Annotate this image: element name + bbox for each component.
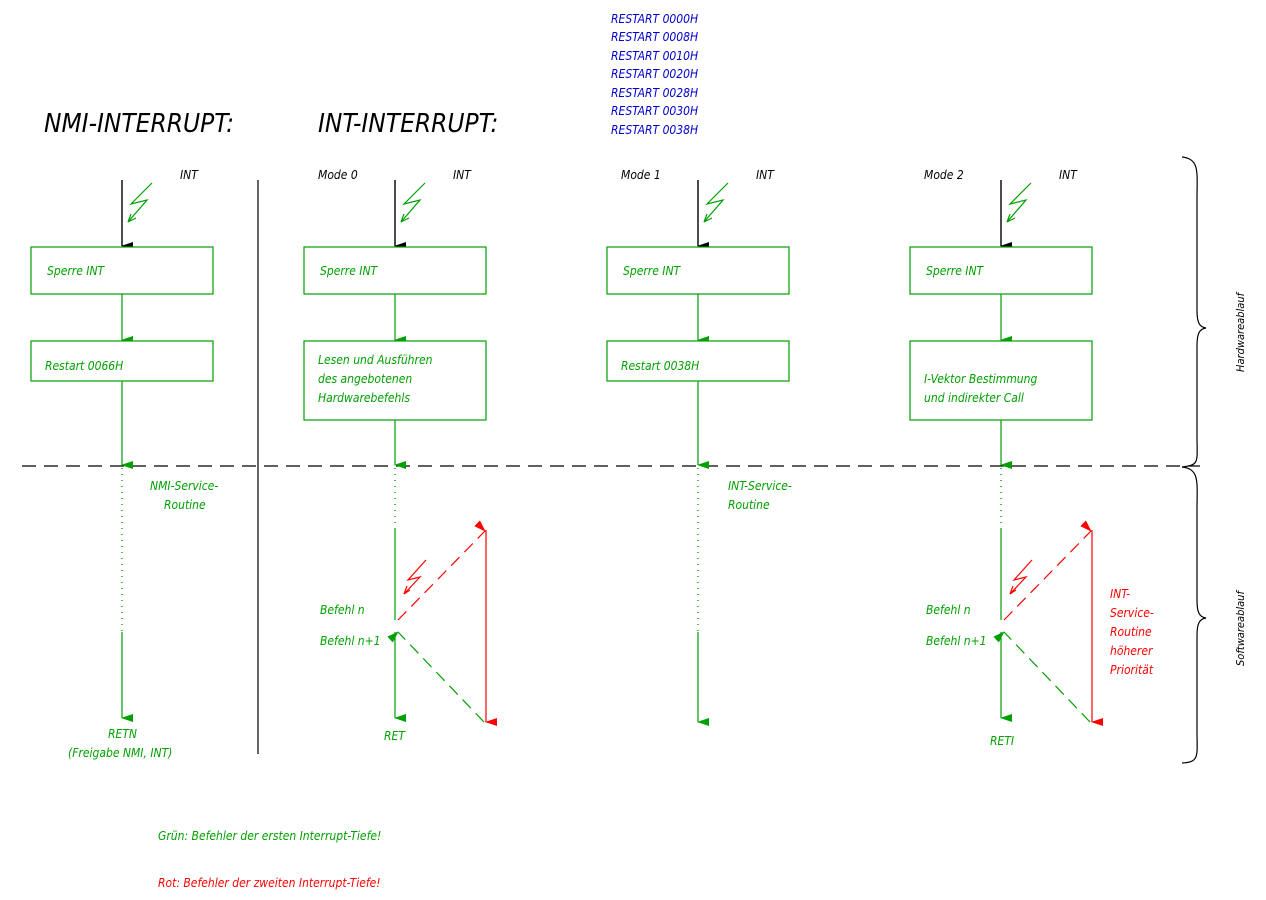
higher-priority-line1: INT- <box>1110 587 1130 601</box>
return-arrow <box>993 631 1091 723</box>
restart-item: RESTART 0030H <box>611 104 698 118</box>
lightning-icon <box>127 182 153 223</box>
nmi-service-line2: Routine <box>164 498 206 512</box>
reti-label: RETI <box>990 734 1014 748</box>
restart-item: RESTART 0008H <box>611 30 698 44</box>
mode2-vector-line1: I-Vektor Bestimmung <box>924 372 1037 386</box>
higher-priority-line4: höherer <box>1110 644 1153 658</box>
befehl-n: Befehl n <box>926 603 971 617</box>
nmi-sperre-text: Sperre INT <box>47 264 106 278</box>
mode1-int-label: INT <box>756 168 775 182</box>
mode2-label: Mode 2 <box>924 168 964 182</box>
retn-note: (Freigabe NMI, INT) <box>68 746 172 760</box>
mode2-vector-box <box>909 340 1093 421</box>
mode2-sperre-text: Sperre INT <box>926 264 985 278</box>
mode0-column: Sperre INT Lesen und Ausführen des angeb… <box>303 246 497 743</box>
lightning-icon <box>400 182 426 223</box>
nmi-int-label: INT <box>180 168 199 182</box>
befehl-n1: Befehl n+1 <box>320 634 381 648</box>
mode0-exec-box <box>303 340 487 421</box>
lightning-icon <box>403 559 427 595</box>
ret-label: RET <box>384 729 406 743</box>
nested-interrupt-arrow <box>397 520 486 621</box>
software-brace <box>1181 466 1207 764</box>
nmi-restart-text: Restart 0066H <box>45 359 123 373</box>
higher-priority-line2: Service- <box>1110 606 1154 620</box>
retn-label: RETN <box>108 727 137 741</box>
mode0-int-label: INT <box>453 168 472 182</box>
mode1-restart-text: Restart 0038H <box>621 359 699 373</box>
mode0-exec-line2: des angebotenen <box>318 372 412 386</box>
lightning-icon <box>703 182 729 223</box>
mode2-int-label: INT <box>1059 168 1078 182</box>
int-header: INT-INTERRUPT: <box>318 109 498 139</box>
return-arrow <box>387 631 485 723</box>
befehl-n1: Befehl n+1 <box>926 634 987 648</box>
higher-priority-line3: Routine <box>1110 625 1152 639</box>
restart-item: RESTART 0000H <box>611 12 698 26</box>
hardware-side-label: Hardwareablauf <box>1234 291 1247 372</box>
mode0-exec-line3: Hardwarebefehls <box>318 391 410 405</box>
lightning-icon <box>1006 182 1032 223</box>
nmi-sperre-box <box>30 246 214 295</box>
mode0-sperre-box <box>303 246 487 295</box>
mode0-sperre-text: Sperre INT <box>320 264 379 278</box>
software-side-label: Softwareablauf <box>1234 590 1247 666</box>
legend-red: Rot: Befehler der zweiten Interrupt-Tief… <box>158 876 381 890</box>
legend-green: Grün: Befehler der ersten Interrupt-Tief… <box>158 829 381 843</box>
higher-priority-line5: Priorität <box>1110 663 1154 677</box>
mode1-sperre-text: Sperre INT <box>623 264 682 278</box>
mode1-sperre-box <box>606 246 790 295</box>
restart-item: RESTART 0010H <box>611 49 698 63</box>
mode0-label: Mode 0 <box>318 168 358 182</box>
restart-item: RESTART 0020H <box>611 67 698 81</box>
mode1-label: Mode 1 <box>621 168 661 182</box>
nmi-column: Sperre INT Restart 0066H NMI-Service- Ro… <box>30 246 218 760</box>
mode1-restart-box <box>606 340 790 382</box>
mode0-exec-line1: Lesen und Ausführen <box>318 353 433 367</box>
nmi-restart-box <box>30 340 214 382</box>
nmi-service-line1: NMI-Service- <box>150 479 218 493</box>
incoming-int-arrows <box>121 180 1012 250</box>
int-service-line2: Routine <box>728 498 770 512</box>
mode1-column: Sperre INT Restart 0038H INT-Service- Ro… <box>606 246 792 726</box>
nested-interrupt-arrow <box>1003 520 1092 621</box>
mode2-column: Sperre INT I-Vektor Bestimmung und indir… <box>909 246 1154 748</box>
hardware-brace <box>1181 156 1207 468</box>
mode2-vector-line2: und indirekter Call <box>924 391 1024 405</box>
lightning-icons <box>127 182 1032 223</box>
nmi-header: NMI-INTERRUPT: <box>44 109 234 139</box>
restart-list: RESTART 0000H RESTART 0008H RESTART 0010… <box>611 12 698 137</box>
befehl-n: Befehl n <box>320 603 365 617</box>
lightning-icon <box>1009 559 1033 595</box>
restart-item: RESTART 0028H <box>611 86 698 100</box>
int-service-line1: INT-Service- <box>728 479 792 493</box>
restart-item: RESTART 0038H <box>611 123 698 137</box>
